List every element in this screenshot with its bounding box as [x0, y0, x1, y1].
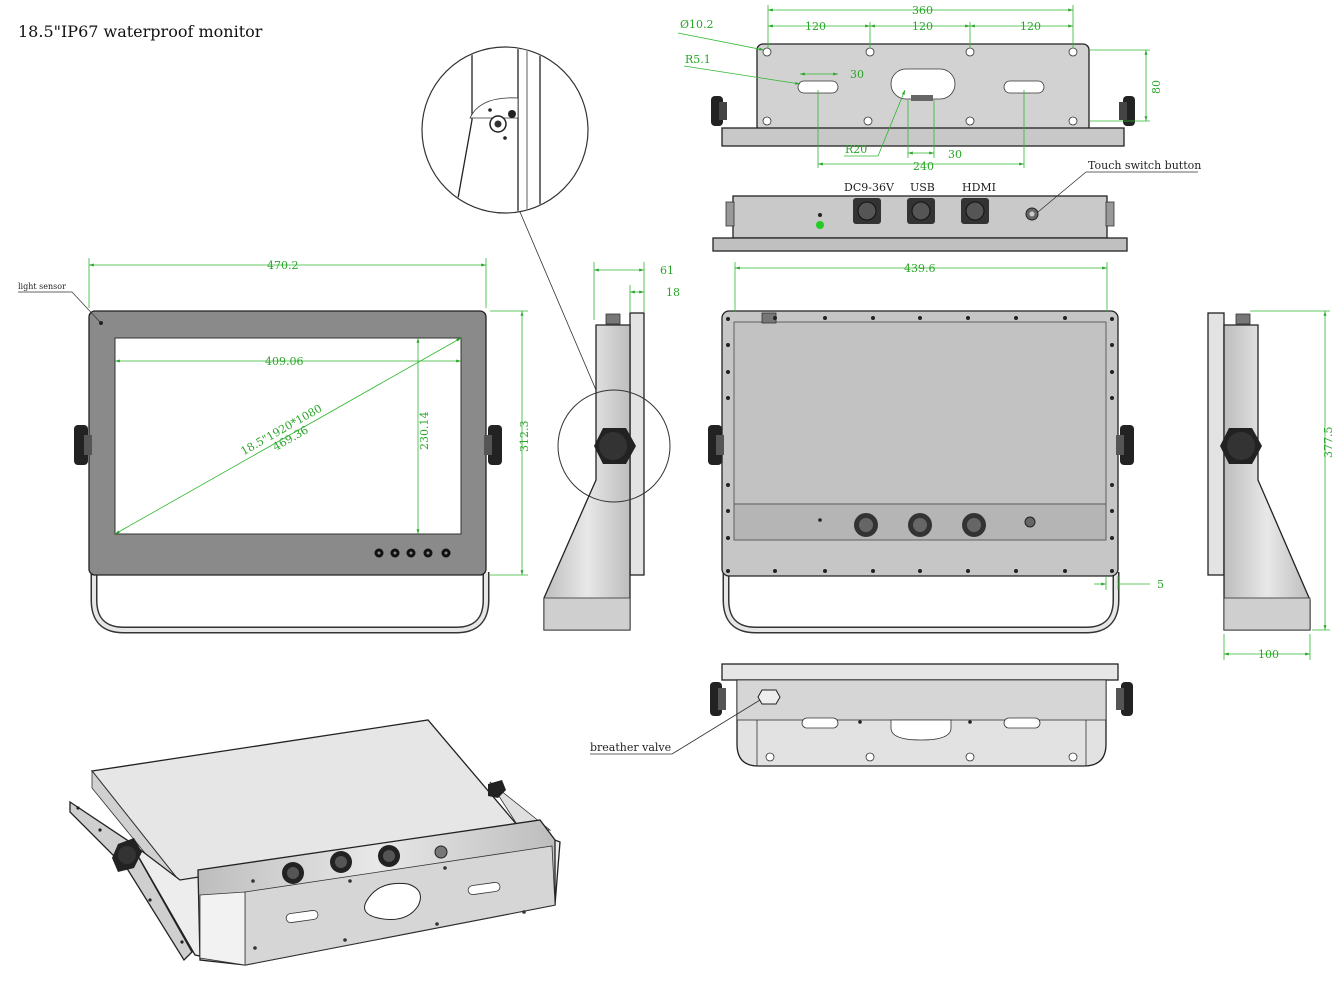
isometric-view — [69, 719, 561, 966]
back-view: 439.6 5 — [708, 262, 1164, 634]
label-light-sensor: light sensor — [18, 282, 66, 291]
dim-top-a: 120 — [805, 20, 826, 33]
right-side-knob-icon — [1220, 428, 1262, 464]
top-view: 360 120 120 120 Ø10.2 R5.1 30 80 240 30 … — [677, 4, 1163, 173]
dim-width-30: 30 — [948, 148, 962, 161]
front-buttons-icon — [374, 548, 451, 558]
label-breather-valve: breather valve — [590, 741, 671, 754]
dim-side-18: 18 — [666, 286, 680, 299]
front-view: 470.2 409.06 18.5"1920*1080 469.36 230.1… — [18, 258, 531, 634]
dc-connector-icon — [853, 198, 881, 224]
dim-height-80: 80 — [1150, 80, 1163, 94]
connector-view: DC9-36V USB HDMI Touch switch button — [712, 159, 1201, 252]
side-knob-icon — [594, 428, 636, 464]
front-knob-right-icon — [484, 425, 502, 465]
dim-right-width: 100 — [1258, 648, 1279, 661]
dim-screen-width: 409.06 — [265, 355, 304, 368]
label-hdmi: HDMI — [962, 181, 996, 194]
dim-hole-diameter: Ø10.2 — [680, 18, 714, 31]
iso-connectors-icon — [282, 845, 448, 884]
dim-width-240: 240 — [913, 160, 934, 173]
breather-valve-icon — [757, 689, 781, 705]
dim-screen-height: 230.14 — [418, 412, 431, 451]
dim-r20: R20 — [845, 143, 867, 156]
bottom-knob-left-icon — [710, 682, 726, 716]
bottom-view: breather valve — [590, 663, 1133, 767]
iso-knob-left-icon — [112, 838, 142, 872]
back-knob-left-icon — [708, 425, 724, 465]
side-view-left: 61 18 — [543, 262, 680, 631]
label-touch-switch: Touch switch button — [1088, 159, 1201, 172]
back-knob-right-icon — [1116, 425, 1134, 465]
touch-switch-icon — [1025, 207, 1039, 221]
dim-right-height: 377.5 — [1322, 427, 1335, 459]
dim-back-width: 439.6 — [904, 262, 936, 275]
hdmi-connector-icon — [961, 198, 989, 224]
detail-view — [421, 46, 597, 391]
iso-knob-right-icon — [488, 780, 506, 798]
dim-top-b: 120 — [912, 20, 933, 33]
drawing-title: 18.5"IP67 waterproof monitor — [18, 22, 263, 41]
dim-front-width: 470.2 — [267, 259, 299, 272]
usb-connector-icon — [907, 198, 935, 224]
dim-top-c: 120 — [1020, 20, 1041, 33]
knob-right-icon — [1119, 96, 1135, 126]
bottom-knob-right-icon — [1116, 682, 1133, 716]
dim-side-61: 61 — [660, 264, 674, 277]
status-led-icon — [816, 221, 824, 229]
dim-slot-radius: R5.1 — [685, 53, 711, 66]
knob-left-icon — [711, 96, 727, 126]
side-view-right: 377.5 100 — [1207, 310, 1335, 661]
label-dc: DC9-36V — [844, 181, 895, 194]
front-knob-left-icon — [74, 425, 92, 465]
dim-top-total: 360 — [912, 4, 933, 17]
back-connectors-icon — [854, 513, 1036, 537]
label-usb: USB — [910, 181, 935, 194]
dim-back-5: 5 — [1157, 578, 1164, 591]
dim-slot-width: 30 — [850, 68, 864, 81]
dim-front-height: 312.3 — [518, 421, 531, 453]
